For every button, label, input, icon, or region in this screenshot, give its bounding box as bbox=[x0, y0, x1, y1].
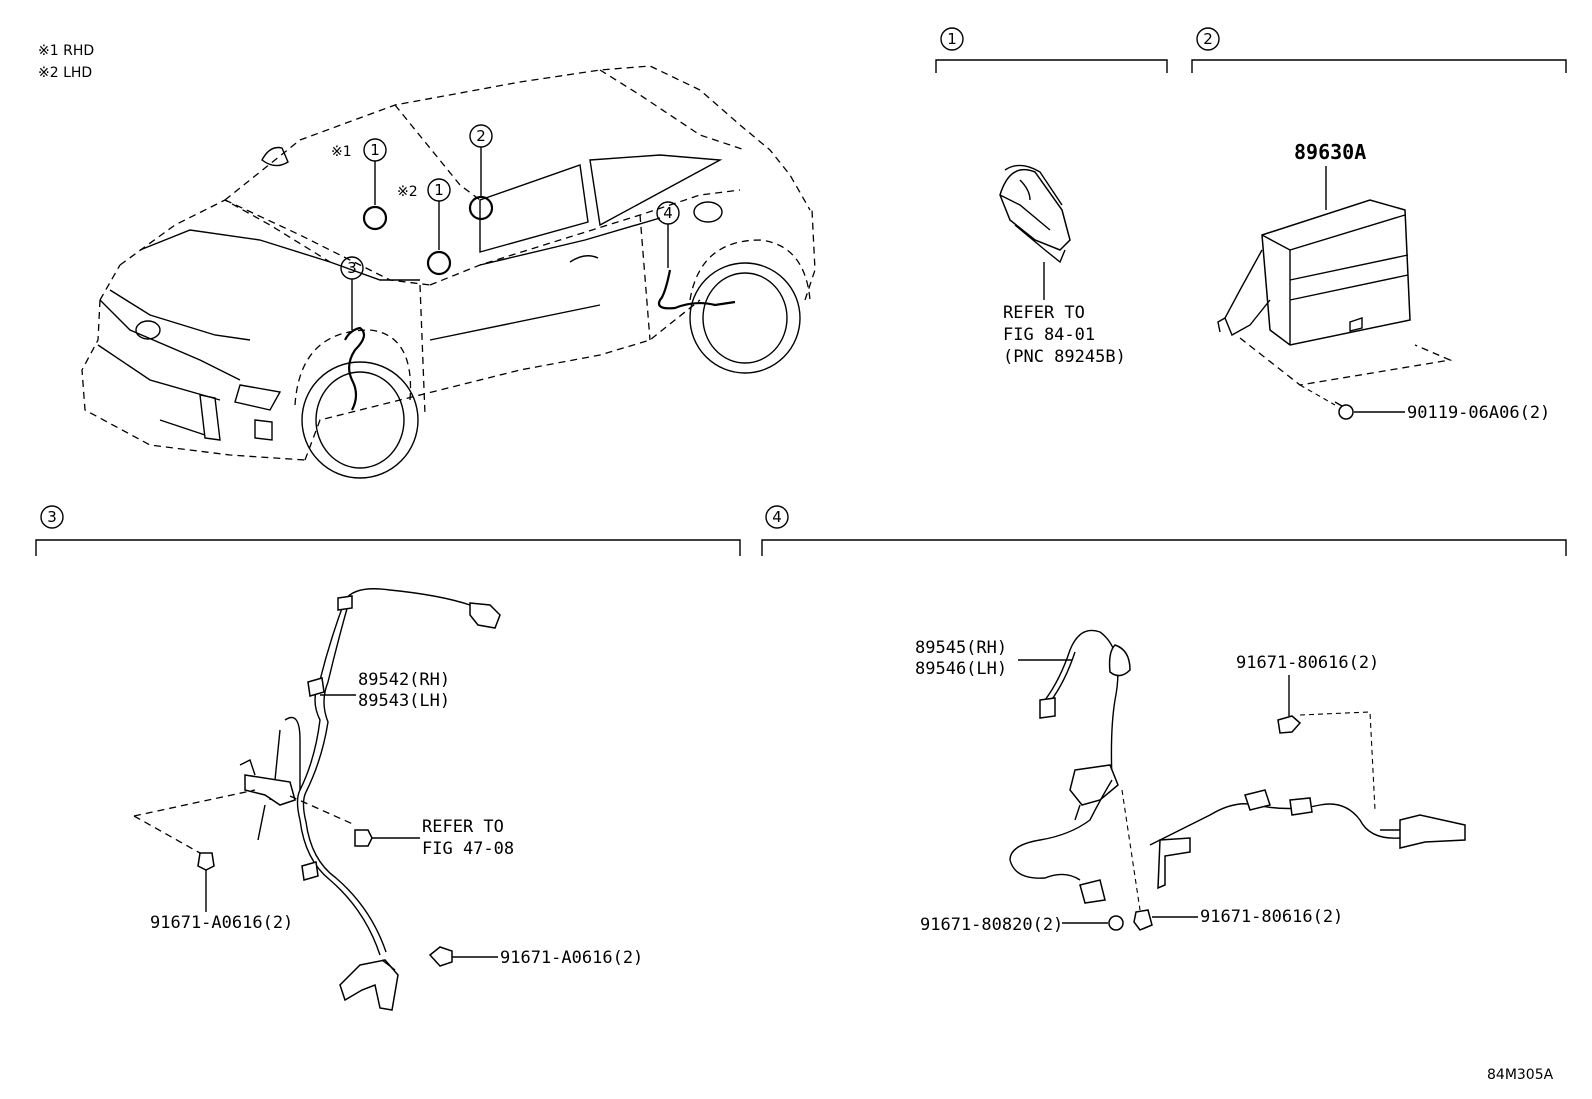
panel-number: 2 bbox=[1203, 30, 1213, 48]
panel-4: 4 89545(RH) 89546(LH) 91671- bbox=[761, 505, 1567, 935]
bolt-label: 91671-A0616(2) bbox=[150, 913, 293, 933]
rear-speed-sensor-harness bbox=[1009, 629, 1466, 904]
refer-line: FIG 84-01 bbox=[1003, 325, 1095, 345]
refer-line: REFER TO bbox=[1003, 303, 1085, 323]
refer-line: FIG 47-08 bbox=[422, 839, 514, 859]
marker-note: ※1 bbox=[331, 144, 352, 160]
panel-2: 2 89630A 90119-06A06(2) bbox=[1191, 27, 1567, 423]
marker-number: 1 bbox=[434, 181, 444, 199]
panel-number: 3 bbox=[47, 508, 57, 526]
marker-number: 3 bbox=[347, 259, 357, 277]
car-marker-3: 3 bbox=[340, 256, 364, 330]
marker-number: 1 bbox=[370, 141, 380, 159]
front-speed-sensor-harness bbox=[239, 588, 501, 1011]
car-marker-1-rhd: ※1 1 bbox=[331, 138, 388, 231]
legend-rhd: ※1 RHD bbox=[38, 43, 94, 59]
bolt-91671-80616-right bbox=[1133, 909, 1198, 931]
panel-number: 1 bbox=[947, 30, 957, 48]
refer-line: (PNC 89245B) bbox=[1003, 347, 1126, 367]
bolt-label: 91671-80616(2) bbox=[1236, 653, 1379, 673]
marker-number: 4 bbox=[663, 204, 673, 222]
bolt-refer-47-08 bbox=[354, 829, 420, 847]
marker-note: ※2 bbox=[397, 184, 418, 200]
sensor-lh-label: 89546(LH) bbox=[915, 659, 1007, 679]
legend-lhd: ※2 LHD bbox=[38, 65, 92, 81]
sensor-rh-label: 89542(RH) bbox=[358, 670, 450, 690]
sensor-lh-label: 89543(LH) bbox=[358, 691, 450, 711]
bolt-91671-80616-top bbox=[1277, 675, 1302, 734]
bolt-label: 90119-06A06(2) bbox=[1407, 403, 1550, 423]
bolt-90119 bbox=[1334, 401, 1354, 420]
car-marker-2: 2 bbox=[468, 124, 494, 221]
ecu-module bbox=[1217, 199, 1411, 346]
refer-line: REFER TO bbox=[422, 817, 504, 837]
panel-3: 3 89542(RH) 89543(LH) bbox=[35, 505, 741, 1011]
panel-1: 1 REFER TO FIG 84-01 (PNC 89245B) bbox=[935, 27, 1168, 367]
figure-code: 84M305A bbox=[1487, 1067, 1554, 1083]
car-illustration bbox=[81, 65, 816, 479]
steering-angle-sensor bbox=[999, 164, 1071, 264]
bolt-91671-a0616-right bbox=[428, 946, 498, 967]
car-marker-4: 4 bbox=[656, 201, 680, 268]
car-marker-1-lhd: ※2 1 bbox=[397, 178, 452, 276]
bolt-label: 91671-A0616(2) bbox=[500, 948, 643, 968]
panel-number: 4 bbox=[772, 508, 782, 526]
part-number-89630a: 89630A bbox=[1294, 140, 1366, 164]
bolt-label: 91671-80820(2) bbox=[920, 915, 1063, 935]
bolt-91671-80820 bbox=[1062, 915, 1124, 931]
bolt-91671-a0616-left bbox=[197, 852, 215, 912]
marker-number: 2 bbox=[476, 127, 486, 145]
sensor-rh-label: 89545(RH) bbox=[915, 638, 1007, 658]
bolt-label: 91671-80616(2) bbox=[1200, 907, 1343, 927]
